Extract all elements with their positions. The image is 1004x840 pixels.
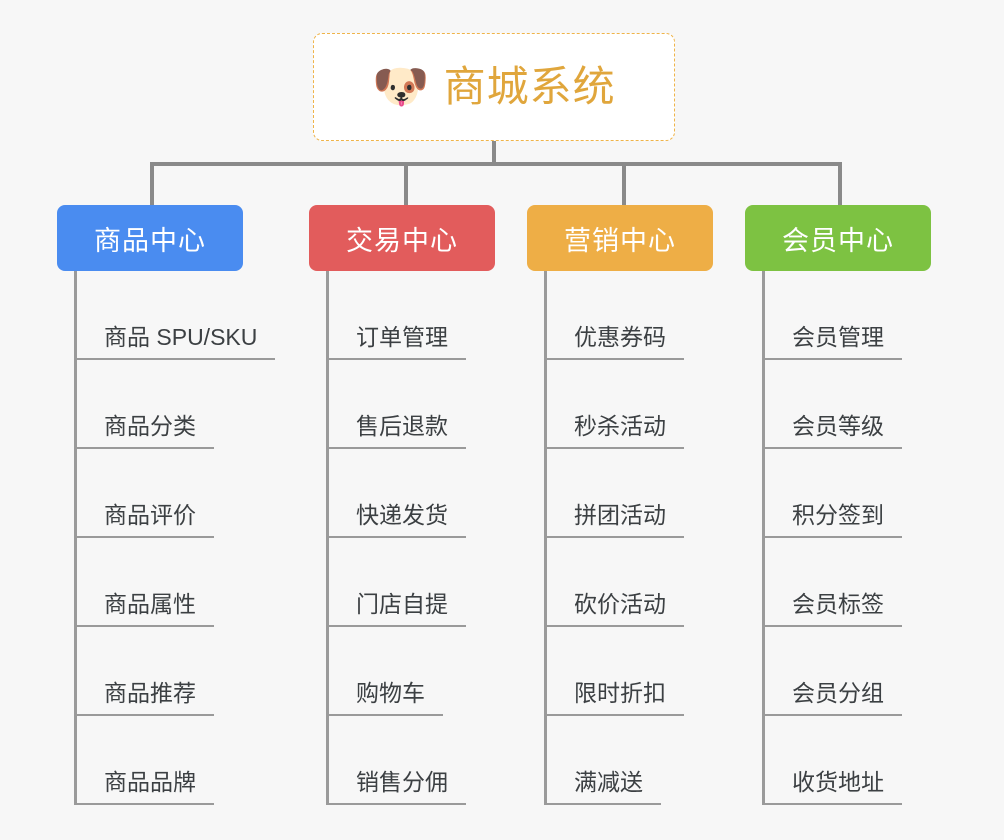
leaf-label: 会员管理: [792, 324, 884, 350]
leaf-label: 商品评价: [104, 502, 196, 528]
branch-header-3[interactable]: 营销中心: [527, 205, 713, 271]
leaf-underline: [74, 447, 214, 449]
leaf-label: 限时折扣: [574, 680, 666, 706]
branch-trunk-4: [762, 271, 765, 805]
leaf-label: 商品属性: [104, 591, 196, 617]
leaf-label: 快递发货: [356, 502, 448, 528]
leaf-label: 销售分佣: [356, 769, 448, 795]
leaf-label: 商品 SPU/SKU: [104, 324, 258, 350]
leaf-underline: [326, 625, 466, 627]
leaf-label: 收货地址: [792, 769, 884, 795]
connector-horizontal-bar: [150, 162, 840, 166]
root-node[interactable]: 🐶 商城系统: [313, 33, 675, 141]
leaf-label: 购物车: [356, 680, 425, 706]
leaf-underline: [326, 803, 466, 805]
leaf-underline: [544, 447, 684, 449]
leaf-underline: [762, 714, 902, 716]
leaf-label: 订单管理: [356, 324, 448, 350]
leaf-underline: [762, 536, 902, 538]
leaf-underline: [544, 803, 661, 805]
leaf-underline: [74, 536, 214, 538]
leaf-underline: [326, 536, 466, 538]
leaf-underline: [762, 625, 902, 627]
leaf-underline: [326, 714, 443, 716]
leaf-underline: [544, 714, 684, 716]
branch-header-label: 营销中心: [564, 225, 676, 256]
leaf-underline: [544, 625, 684, 627]
leaf-label: 满减送: [574, 769, 643, 795]
branch-header-4[interactable]: 会员中心: [745, 205, 931, 271]
leaf-label: 商品品牌: [104, 769, 196, 795]
branch-trunk-1: [74, 271, 77, 805]
leaf-label: 拼团活动: [574, 502, 666, 528]
leaf-label: 商品分类: [104, 413, 196, 439]
branch-header-label: 会员中心: [782, 225, 894, 256]
branch-header-label: 商品中心: [94, 225, 206, 256]
leaf-underline: [762, 447, 902, 449]
connector-drop-4: [838, 162, 842, 207]
branch-header-1[interactable]: 商品中心: [57, 205, 243, 271]
leaf-underline: [74, 358, 275, 360]
leaf-label: 会员等级: [792, 413, 884, 439]
root-title: 商城系统: [443, 63, 616, 110]
shiba-dog-face-icon: 🐶: [372, 60, 430, 112]
branch-trunk-3: [544, 271, 547, 805]
leaf-label: 积分签到: [792, 502, 884, 528]
leaf-underline: [762, 803, 902, 805]
leaf-underline: [326, 358, 466, 360]
branch-4: 会员中心会员管理会员等级积分签到会员标签会员分组收货地址: [745, 205, 931, 805]
leaf-underline: [544, 358, 684, 360]
leaf-underline: [74, 714, 214, 716]
connector-stem: [492, 141, 496, 164]
leaf-label: 秒杀活动: [574, 413, 666, 439]
leaf-label: 售后退款: [356, 413, 448, 439]
leaf-underline: [762, 358, 902, 360]
branch-header-2[interactable]: 交易中心: [309, 205, 495, 271]
leaf-label: 会员标签: [792, 591, 884, 617]
connector-drop-3: [622, 162, 626, 207]
leaf-label: 优惠券码: [574, 324, 666, 350]
leaf-underline: [74, 803, 214, 805]
leaf-label: 会员分组: [792, 680, 884, 706]
leaf-underline: [74, 625, 214, 627]
branch-trunk-2: [326, 271, 329, 805]
branch-2: 交易中心订单管理售后退款快递发货门店自提购物车销售分佣: [309, 205, 495, 805]
branch-header-label: 交易中心: [346, 225, 458, 256]
branch-3: 营销中心优惠券码秒杀活动拼团活动砍价活动限时折扣满减送: [527, 205, 713, 805]
branch-1: 商品中心商品 SPU/SKU 商品分类商品评价商品属性商品推荐商品品牌: [57, 205, 275, 805]
leaf-underline: [326, 447, 466, 449]
leaf-label: 商品推荐: [104, 680, 196, 706]
connector-drop-1: [150, 162, 154, 207]
leaf-underline: [544, 536, 684, 538]
connector-drop-2: [404, 162, 408, 207]
leaf-label: 砍价活动: [574, 591, 666, 617]
leaf-label: 门店自提: [356, 591, 448, 617]
